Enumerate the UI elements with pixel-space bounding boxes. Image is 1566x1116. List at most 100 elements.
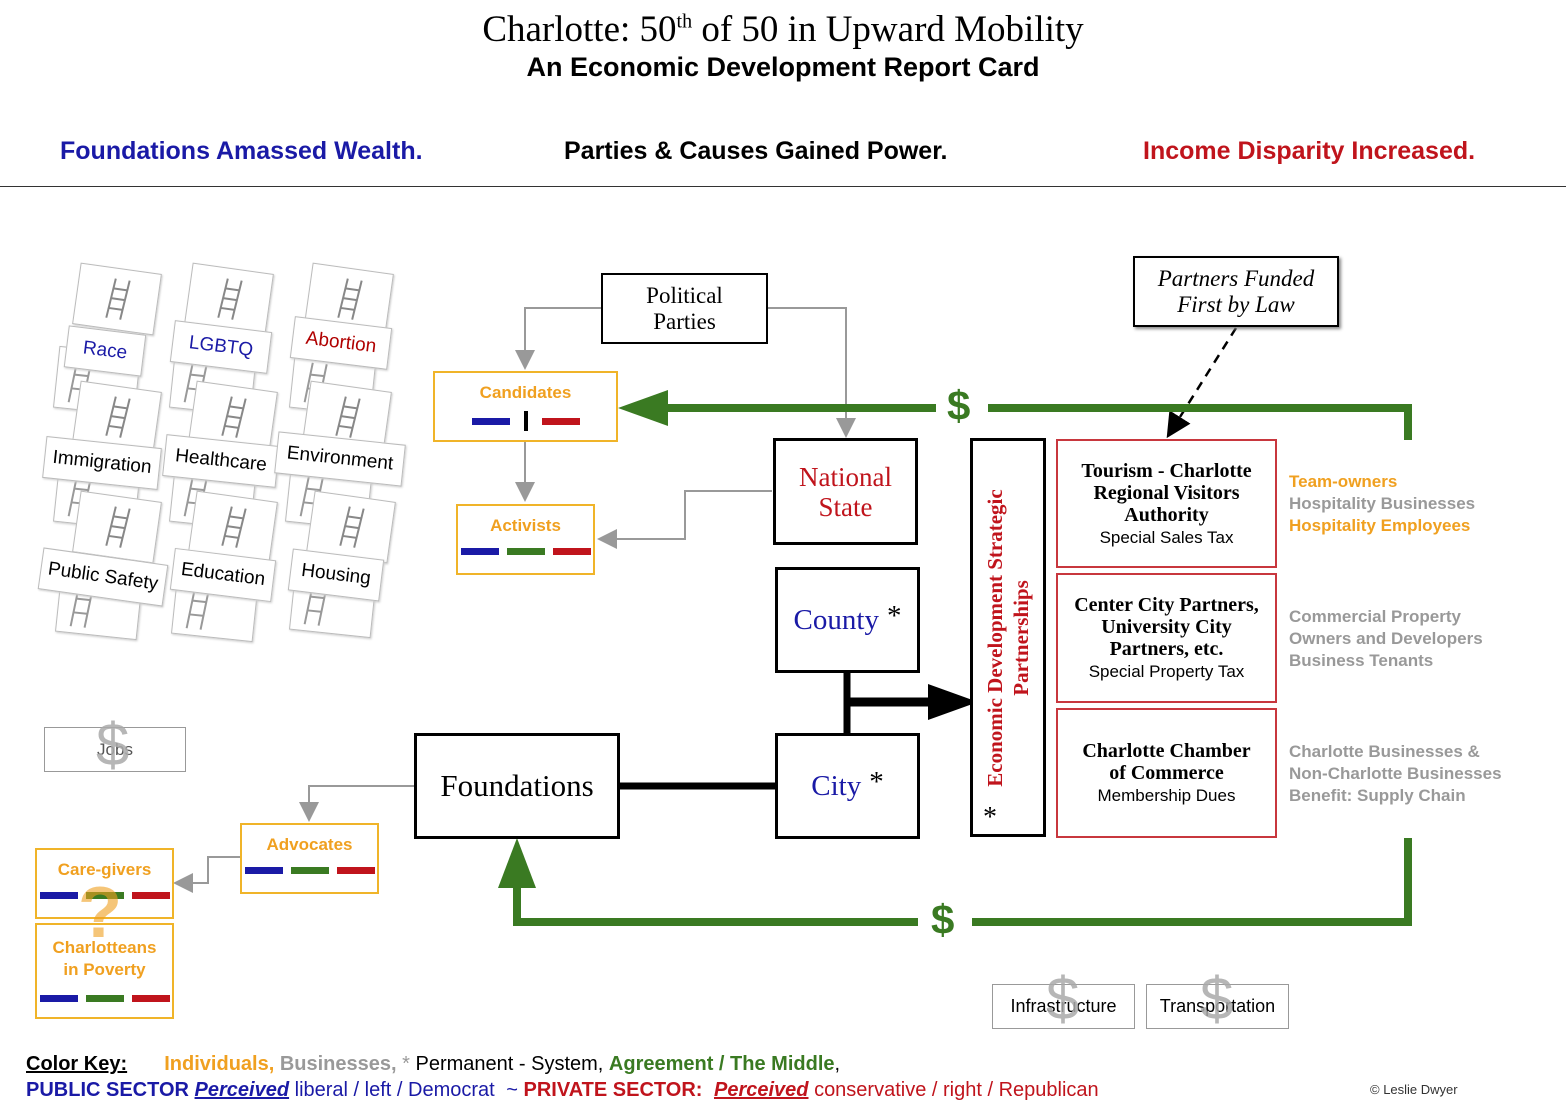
bar-red	[541, 417, 580, 425]
political-parties-label: Political Parties	[646, 282, 723, 334]
ladder-card	[188, 490, 278, 564]
foundations-box: Foundations	[414, 733, 620, 839]
parties-to-national-arrow	[768, 307, 856, 438]
partners-law-box: Partners Funded First by Law	[1133, 256, 1339, 327]
issue-label: Immigration	[51, 446, 153, 479]
bar-black	[523, 411, 528, 431]
beneficiary: Business Tenants	[1289, 651, 1434, 670]
foundations-arrowhead	[498, 838, 536, 888]
bar-green	[85, 995, 124, 1002]
headline-center: Parties & Causes Gained Power.	[564, 137, 948, 165]
foundations-label: Foundations	[440, 768, 594, 803]
jobs-label: Jobs	[97, 739, 133, 759]
key-liberal: liberal / left / Democrat	[294, 1079, 495, 1101]
ladder-card	[304, 262, 394, 336]
advocates-box: Advocates	[240, 823, 379, 894]
advocates-to-caregivers-arrow	[173, 856, 240, 893]
ladder-card	[184, 262, 274, 336]
political-parties-box: Political Parties	[601, 273, 768, 344]
bottom-money-dollar: $	[931, 896, 955, 943]
issue-label: Housing	[300, 559, 372, 590]
candidates-arrowhead	[618, 390, 668, 426]
ladder-icon	[339, 506, 365, 548]
bar-red	[336, 867, 375, 874]
beneficiary: Hospitality Employees	[1289, 516, 1471, 535]
transportation-label: Transportation	[1159, 996, 1276, 1016]
transportation-dollar-icon: $	[1200, 965, 1234, 1032]
key-businesses: Businesses,	[279, 1053, 397, 1075]
key-agreement: Agreement / The Middle	[608, 1053, 835, 1075]
key-star: *	[402, 1053, 410, 1075]
issue-label: Race	[81, 337, 129, 364]
candidates-label: Candidates	[479, 383, 572, 402]
ladder-card	[302, 380, 392, 454]
key-individuals: Individuals,	[164, 1053, 275, 1075]
beneficiary: Charlotte Businesses &	[1289, 742, 1480, 761]
poverty-box: Charlotteans in Poverty	[35, 923, 174, 1019]
national-state-label: National State	[799, 461, 892, 522]
bar-blue	[471, 417, 510, 425]
color-key-line2: PUBLIC SECTOR Perceived liberal / left /…	[26, 1079, 1099, 1102]
advocates-label: Advocates	[266, 835, 353, 854]
partners-law-arrow	[1166, 327, 1238, 439]
city-box: City *	[775, 733, 920, 839]
poverty-label: Charlotteans in Poverty	[52, 938, 157, 979]
color-key-line1: Color Key: Individuals, Businesses, * Pe…	[26, 1053, 840, 1076]
issue-label: Environment	[285, 442, 395, 475]
key-conservative: conservative / right / Republican	[814, 1079, 1099, 1101]
beneficiary: Benefit: Supply Chain	[1289, 786, 1466, 805]
bar-blue	[244, 867, 283, 874]
party-bars	[242, 867, 377, 874]
parties-to-candidates-arrow	[515, 307, 601, 370]
headline-right: Income Disparity Increased.	[1143, 137, 1476, 165]
beneficiary: Non-Charlotte Businesses	[1289, 764, 1502, 783]
question-mark-icon: ?	[78, 873, 122, 953]
partner-center-city: Center City Partners, University City Pa…	[1056, 573, 1277, 703]
activists-box: Activists	[456, 504, 595, 575]
edsp-asterisk: *	[983, 802, 997, 833]
key-perceived-right: Perceived	[713, 1079, 809, 1101]
key-comma: ,	[834, 1053, 841, 1075]
issue-label: Public Safety	[46, 558, 160, 595]
bar-blue	[39, 995, 78, 1002]
county-asterisk: *	[886, 599, 902, 632]
issue-label: Education	[179, 558, 267, 591]
ladder-icon	[105, 396, 131, 438]
top-money-dollar: $	[947, 382, 971, 429]
activists-label: Activists	[490, 516, 561, 535]
infrastructure-box: Infrastructure	[992, 984, 1135, 1029]
key-permanent: Permanent - System,	[415, 1053, 604, 1075]
party-bars	[458, 548, 593, 555]
ladder-card	[170, 571, 260, 643]
page-title: Charlotte: 50th of 50 in Upward Mobility	[482, 9, 1084, 50]
bar-green	[85, 892, 124, 899]
transportation-box: Transportation	[1146, 984, 1289, 1029]
edsp-box: Economic Development Strategic Partnersh…	[970, 438, 1046, 837]
caregivers-label: Care-givers	[57, 860, 152, 879]
ladder-card	[72, 490, 162, 564]
beneficiaries-property: Commercial Property Owners and Developer…	[1289, 606, 1483, 672]
ladder-icon	[185, 588, 210, 630]
national-activists-arrow	[597, 490, 772, 549]
beneficiary: Owners and Developers	[1289, 629, 1483, 648]
caregivers-box: Care-givers	[35, 848, 174, 919]
headline-left: Foundations Amassed Wealth.	[60, 137, 423, 165]
party-bars	[37, 892, 172, 899]
ladder-card	[188, 380, 278, 454]
bar-red	[552, 548, 591, 555]
ladder-icon	[221, 396, 247, 438]
infrastructure-dollar-icon: $	[1046, 965, 1080, 1032]
partners-law-label: Partners Funded First by Law	[1157, 265, 1315, 317]
ladder-card	[72, 262, 162, 336]
infrastructure-label: Infrastructure	[1010, 996, 1117, 1016]
ladder-icon	[217, 278, 243, 320]
edsp-label: Economic Development Strategic Partnersh…	[983, 488, 1033, 787]
beneficiaries-tourism: Team-owners Hospitality Businesses Hospi…	[1289, 471, 1475, 537]
key-private-sector: PRIVATE SECTOR:	[523, 1079, 703, 1101]
header-divider	[0, 186, 1566, 187]
ladder-card	[72, 380, 162, 454]
party-bars	[435, 411, 616, 431]
beneficiary: Team-owners	[1289, 472, 1398, 491]
bar-green	[506, 548, 545, 555]
ladder-icon	[105, 278, 131, 320]
